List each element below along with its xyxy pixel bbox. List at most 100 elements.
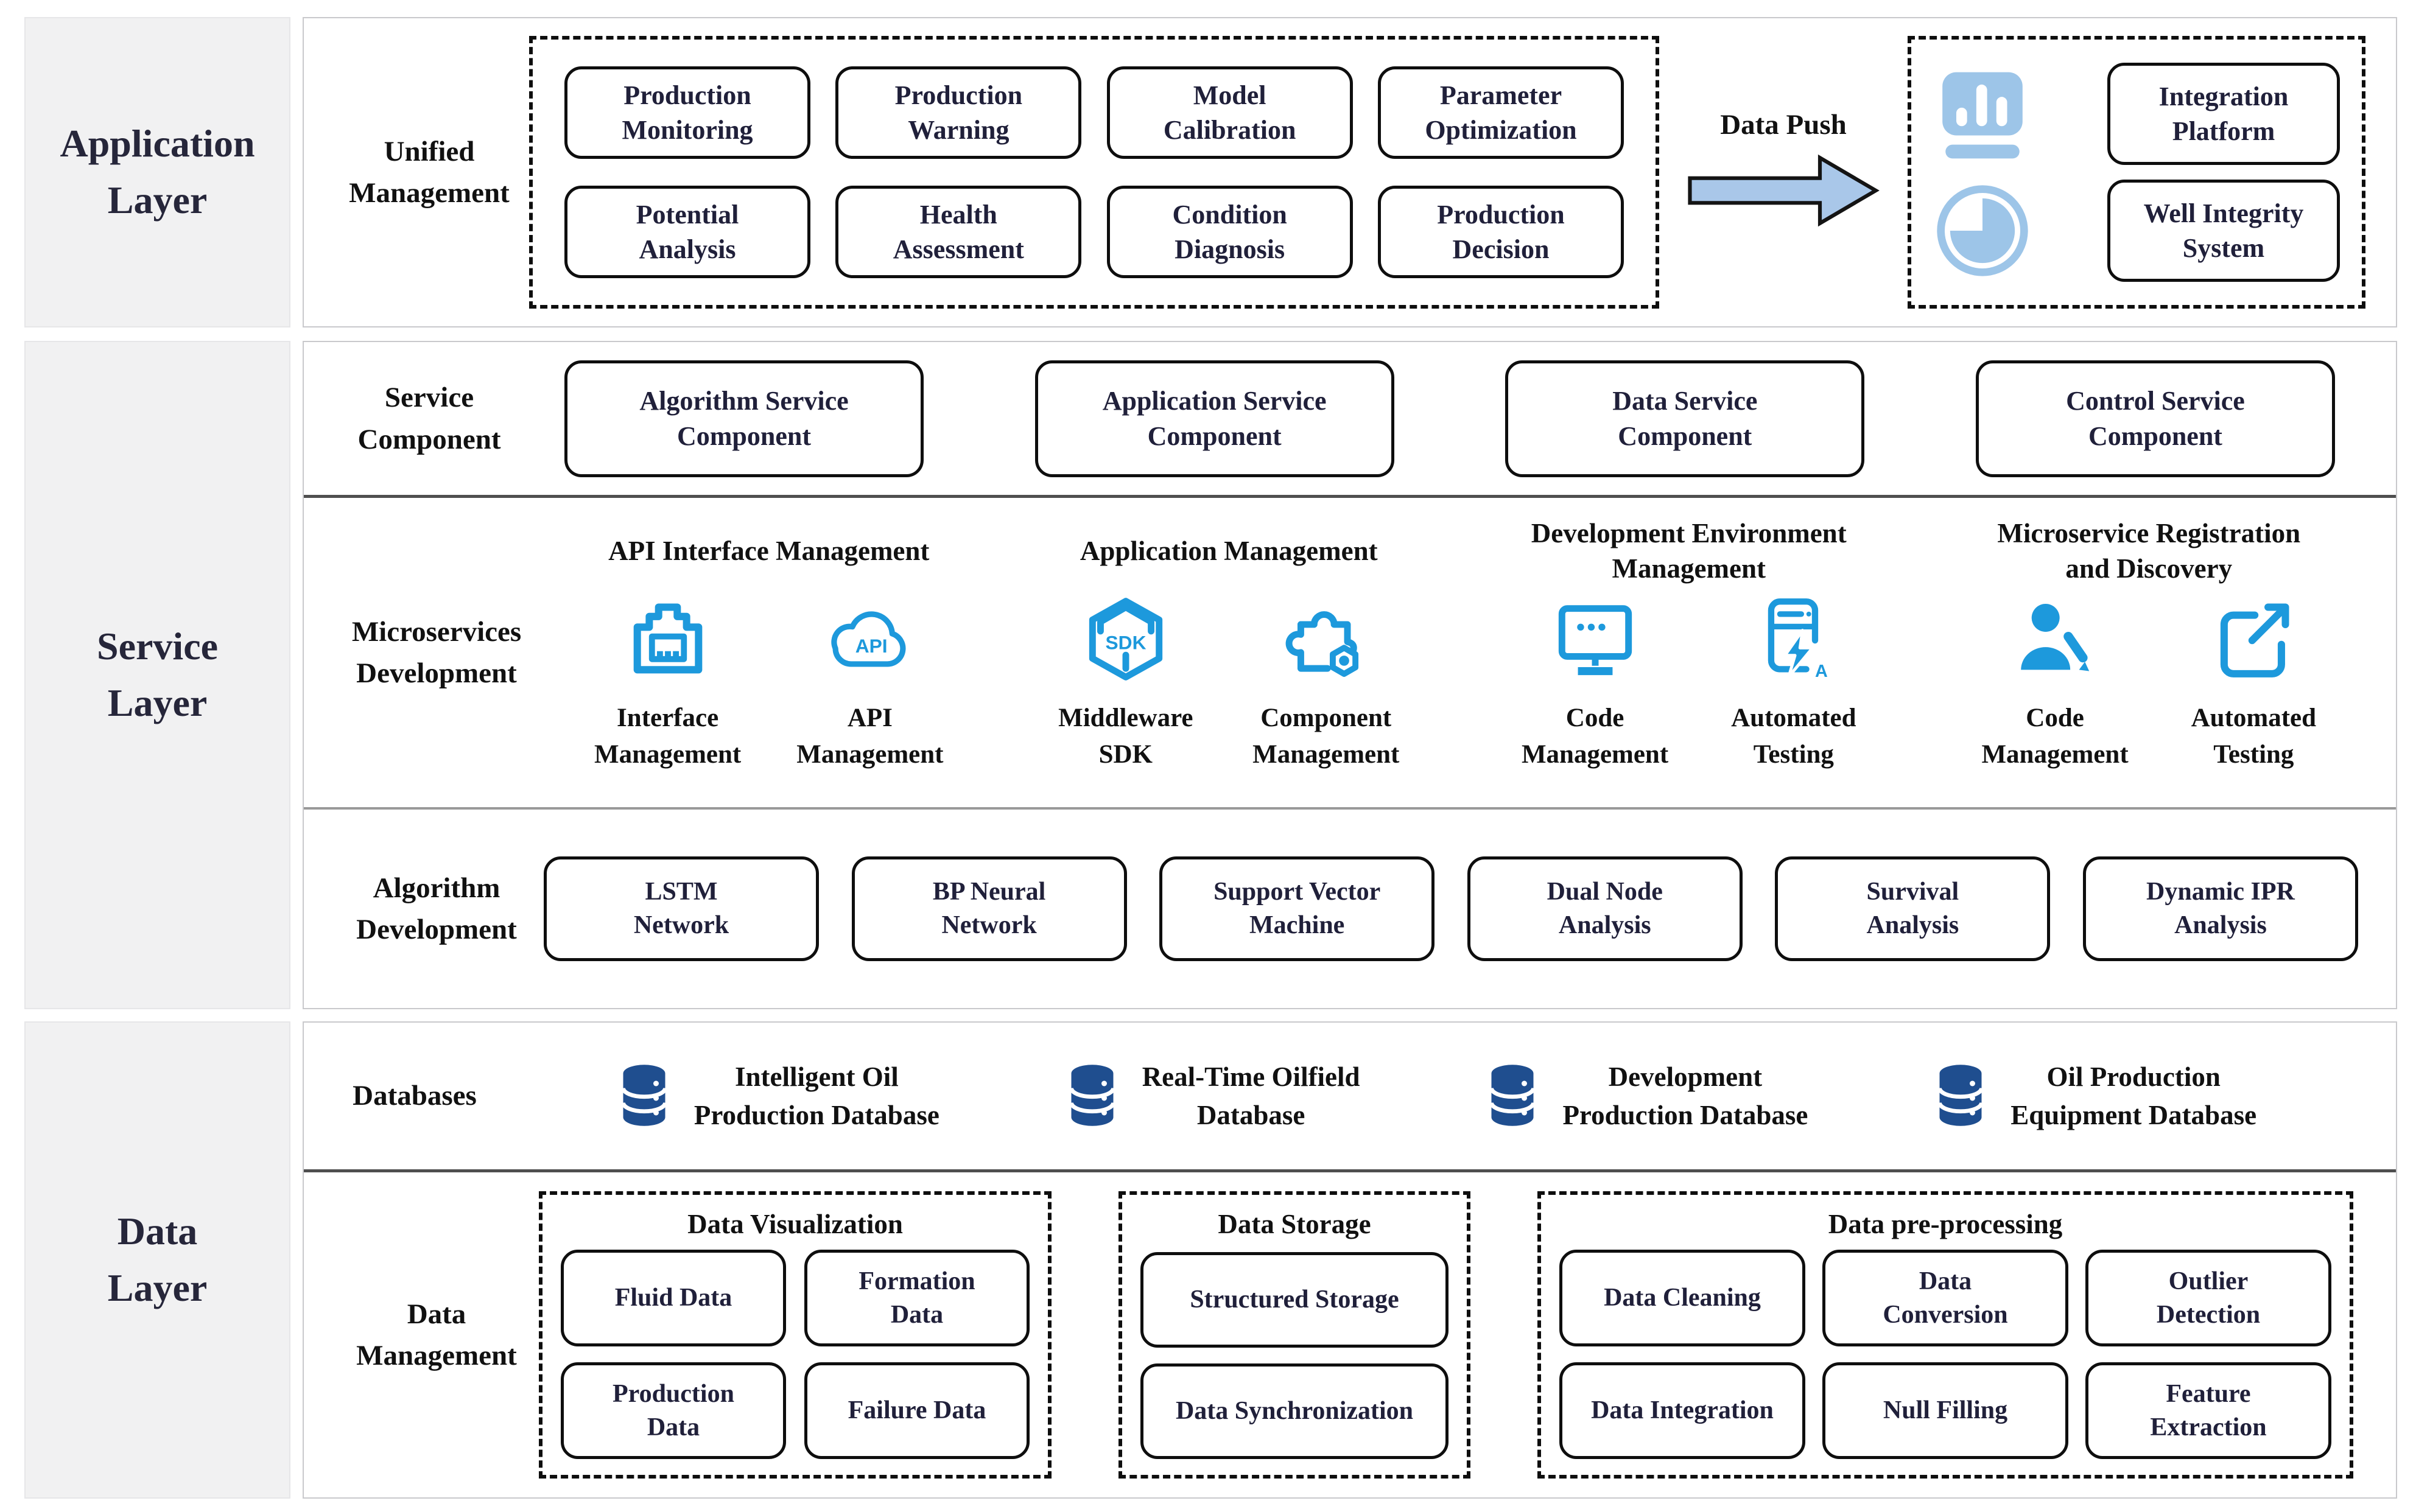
microservice-item: API API Management — [796, 597, 943, 800]
unified-management-label: Unified Management — [349, 135, 510, 209]
database-icon — [1937, 1064, 1984, 1126]
application-management-group: Application Management SDK Middleware SD… — [999, 513, 1459, 800]
puzzle-gear-icon — [1285, 611, 1358, 677]
bar-chart-icon — [1942, 72, 2023, 159]
data-push: Data Push — [1659, 108, 1908, 236]
api-cloud-icon: API — [831, 611, 906, 667]
service-component-box: Application Service Component — [1034, 360, 1394, 477]
service-layer-label: Service Layer — [24, 341, 290, 1009]
monitor-code-icon — [1558, 605, 1632, 676]
microservice-item-label: API Management — [796, 704, 944, 769]
algorithm-box: LSTM Network — [544, 856, 819, 961]
service-component-box: Algorithm Service Component — [564, 360, 924, 477]
sdk-box-icon: SDK — [1089, 598, 1162, 681]
api-interface-management-group: API Interface Management Interface Manag… — [539, 513, 999, 800]
algorithm-box: BP Neural Network — [851, 856, 1127, 961]
data-box: Null Filling — [1822, 1362, 2068, 1459]
data-push-arrow-icon — [1688, 154, 1880, 227]
database-items: Intelligent Oil Production Database Real… — [491, 1058, 2380, 1135]
database-item-label: Oil Production Equipment Database — [2010, 1061, 2257, 1130]
unified-management-group: Production Monitoring Production Warning… — [529, 36, 1659, 309]
database-icon — [1069, 1064, 1115, 1126]
app-module-box: Model Calibration — [1106, 66, 1353, 159]
app-module-box: Production Monitoring — [564, 66, 810, 159]
data-box: Data Cleaning — [1559, 1250, 1805, 1346]
databases-label: Databases — [353, 1080, 477, 1112]
microservice-item: Code Management — [1981, 597, 2129, 800]
service-component-boxes: Algorithm Service Component Application … — [564, 360, 2335, 477]
app-module-box: Parameter Optimization — [1377, 66, 1624, 159]
svg-text:A: A — [1815, 662, 1828, 681]
microservice-item: SDK Middleware SDK — [1058, 597, 1193, 800]
data-box: Data Conversion — [1822, 1250, 2068, 1346]
database-item: Intelligent Oil Production Database — [615, 1058, 939, 1135]
microservices-development-row: Microservices Development API Interface … — [304, 498, 2396, 810]
group-title: Microservice Registration and Discovery — [1997, 517, 2301, 584]
data-box: Fluid Data — [561, 1250, 786, 1346]
data-push-label: Data Push — [1720, 109, 1847, 141]
data-layer-label: Data Layer — [24, 1021, 290, 1499]
service-layer-panel: Service Component Algorithm Service Comp… — [303, 341, 2397, 1009]
microservice-item-label: Code Management — [1981, 704, 2129, 769]
group-title: Data Visualization — [687, 1209, 903, 1239]
algorithm-box: Support Vector Machine — [1159, 856, 1435, 961]
microservice-item: Code Management — [1522, 597, 1668, 800]
microservice-item-label: Component Management — [1252, 704, 1400, 769]
data-box: Outlier Detection — [2085, 1250, 2331, 1346]
data-layer-panel: Databases Intelligent Oil Production Dat… — [303, 1021, 2397, 1499]
group-title: API Interface Management — [608, 535, 930, 566]
group-title: Data pre-processing — [1828, 1209, 2063, 1239]
microservice-item-label: Automated Testing — [2191, 704, 2317, 769]
database-item-label: Development Production Database — [1562, 1061, 1808, 1130]
data-box: Production Data — [561, 1362, 786, 1459]
group-title: Data Storage — [1218, 1209, 1371, 1239]
app-module-box: Production Warning — [835, 66, 1082, 159]
microservice-item: A Automated Testing — [1731, 597, 1856, 800]
ethernet-port-icon — [633, 603, 702, 674]
microservice-item-label: Automated Testing — [1731, 704, 1856, 769]
microservice-item: Automated Testing — [2191, 597, 2316, 800]
database-item: Real-Time Oilfield Database — [1063, 1058, 1360, 1135]
data-visualization-group: Data Visualization Fluid Data Formation … — [539, 1191, 1052, 1479]
external-link-icon — [2221, 603, 2289, 677]
microservices-development-label: Microservices Development — [351, 615, 522, 689]
algorithm-development-row: Algorithm Development LSTM Network BP Ne… — [304, 810, 2396, 1008]
application-layer-label: Application Layer — [24, 17, 290, 327]
database-item-label: Real-Time Oilfield Database — [1142, 1061, 1360, 1130]
microservice-item-label: Middleware SDK — [1058, 704, 1193, 769]
databases-row: Databases Intelligent Oil Production Dat… — [304, 1023, 2396, 1172]
server-lightning-icon: A — [1768, 598, 1828, 681]
service-component-box: Data Service Component — [1505, 360, 1865, 477]
app-module-box: Health Assessment — [835, 186, 1082, 278]
database-icon — [1489, 1064, 1536, 1126]
well-integrity-row: Well Integrity System — [1933, 180, 2340, 282]
microservice-item: Interface Management — [594, 597, 741, 800]
data-storage-group: Data Storage Structured Storage Data Syn… — [1118, 1191, 1470, 1479]
microservice-registration-group: Microservice Registration and Discovery … — [1919, 513, 2379, 800]
service-component-label: Service Component — [357, 382, 501, 455]
user-edit-icon — [2021, 604, 2090, 671]
data-box: Formation Data — [804, 1250, 1030, 1346]
group-title: Development Environment Management — [1531, 517, 1847, 584]
algorithm-box: Survival Analysis — [1775, 856, 2051, 961]
application-layer-panel: Unified Management Production Monitoring… — [303, 17, 2397, 327]
group-title: Application Management — [1080, 535, 1378, 566]
well-integrity-box: Well Integrity System — [2107, 180, 2340, 282]
microservice-item-label: Interface Management — [594, 704, 742, 769]
data-box: Structured Storage — [1140, 1252, 1449, 1348]
database-item: Oil Production Equipment Database — [1931, 1058, 2256, 1135]
data-preprocessing-group: Data pre-processing Data Cleaning Data C… — [1537, 1191, 2353, 1479]
app-module-box: Condition Diagnosis — [1106, 186, 1353, 278]
app-module-box: Production Decision — [1377, 186, 1624, 278]
algorithm-development-label: Algorithm Development — [356, 872, 517, 945]
database-item: Development Production Database — [1483, 1058, 1808, 1135]
data-box: Data Synchronization — [1140, 1363, 1449, 1459]
service-component-box: Control Service Component — [1975, 360, 2335, 477]
pie-chart-icon — [1937, 185, 2028, 276]
development-environment-group: Development Environment Management — [1459, 513, 1919, 800]
integration-platform-box: Integration Platform — [2107, 63, 2340, 165]
integration-platform-row: Integration Platform — [1933, 63, 2340, 165]
database-icon — [621, 1064, 667, 1126]
microservices-groups: API Interface Management Interface Manag… — [539, 498, 2396, 807]
